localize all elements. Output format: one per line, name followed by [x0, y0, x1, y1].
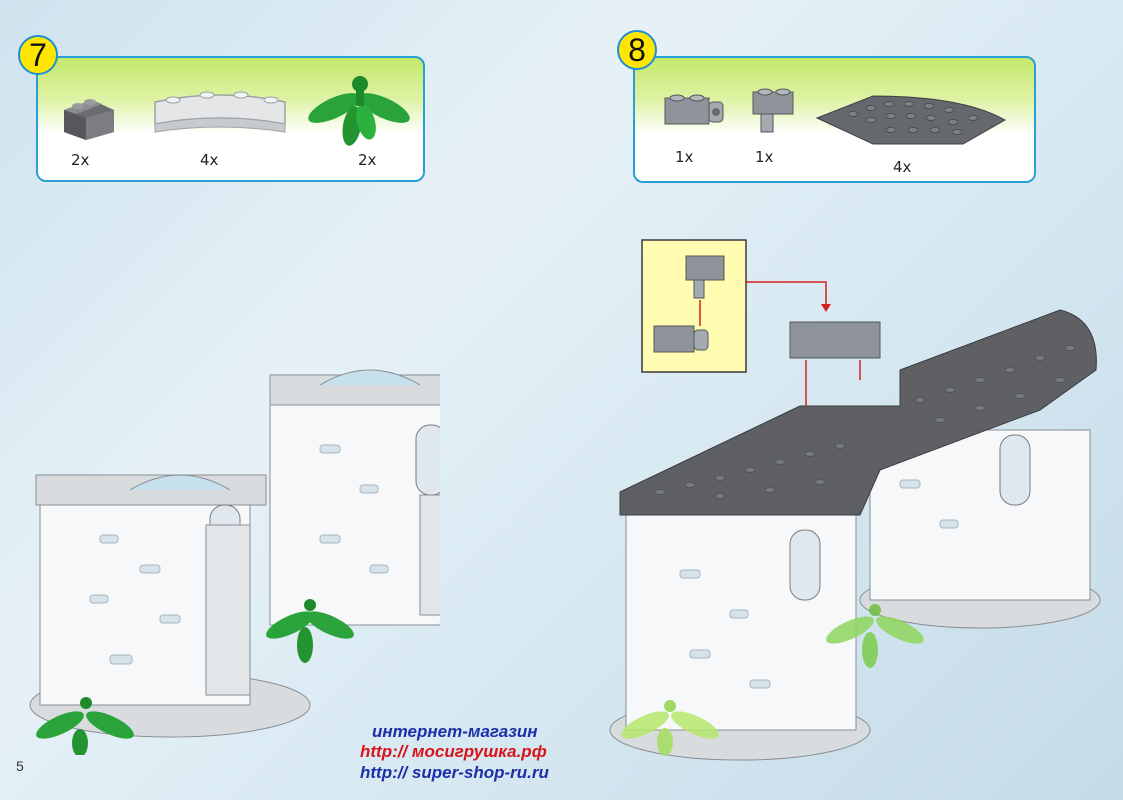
- qty-label: 2x: [71, 151, 90, 169]
- slope-brick-icon: [64, 99, 114, 140]
- palm-leaves-icon: [621, 700, 719, 756]
- promo-link[interactable]: http:// мосигрушка.рф: [360, 742, 547, 761]
- promo-link[interactable]: http:// super-shop-ru.ru: [360, 763, 549, 782]
- palm-leaves-icon: [826, 604, 924, 668]
- hinge-brick-icon: [664, 94, 724, 125]
- step-number-badge: 8: [617, 30, 657, 70]
- palm-leaves-icon: [36, 697, 134, 755]
- step-number-badge: 7: [18, 35, 58, 75]
- castle-wall-model-with-roof-illustration: [609, 239, 1101, 761]
- hinge-brick-icon: [789, 321, 881, 359]
- arch-brick-icon: [154, 91, 286, 133]
- palm-leaves-icon: [308, 76, 410, 146]
- promo-line: интернет-магазин: [372, 722, 538, 741]
- qty-label: 1x: [755, 148, 774, 166]
- hinge-plate-icon: [752, 88, 794, 133]
- qty-label: 4x: [200, 151, 219, 169]
- qty-label: 2x: [358, 151, 377, 169]
- page-number: 5: [16, 758, 24, 774]
- qty-label: 4x: [893, 158, 912, 176]
- palm-leaves-icon: [266, 599, 354, 663]
- step-8-parts-panel: 1x 1x 4x: [633, 56, 1036, 183]
- round-plate-icon: [815, 95, 1007, 145]
- qty-label: 1x: [675, 148, 694, 166]
- castle-wall-model-illustration: [29, 369, 440, 755]
- step-7-parts-panel: 2x 4x 2x: [36, 56, 425, 182]
